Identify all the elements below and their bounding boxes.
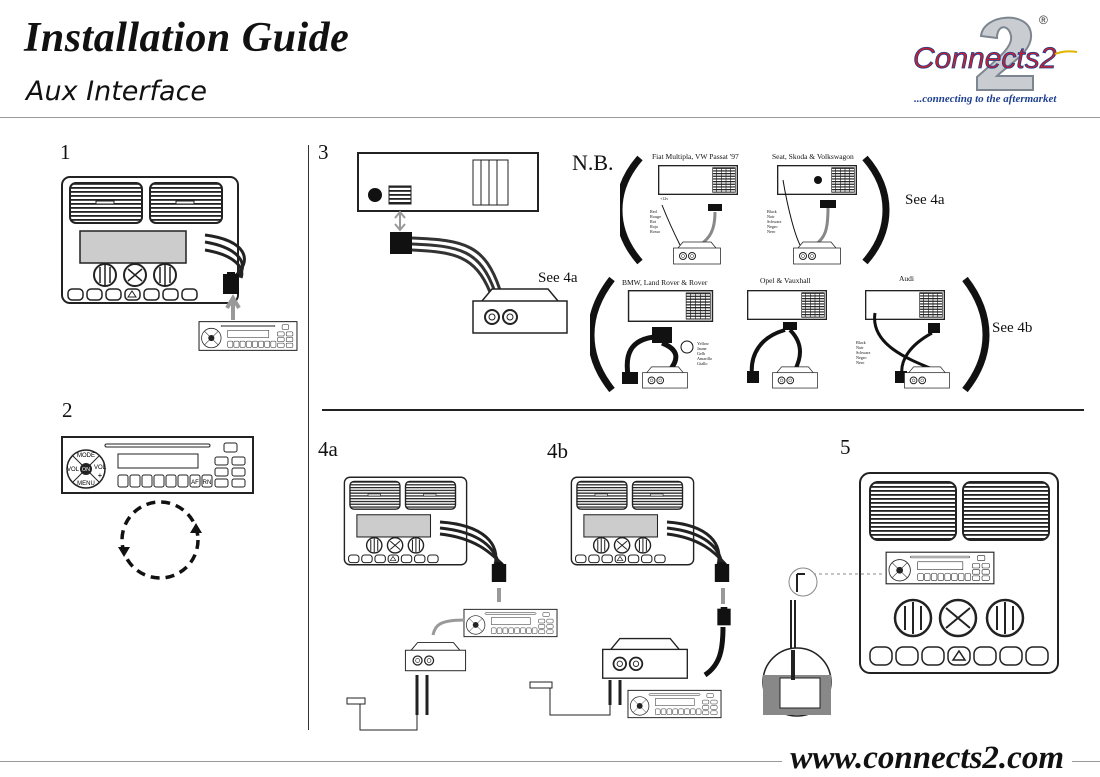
vehicle-name-bmw: BMW, Land Rover & Rover: [622, 278, 708, 287]
radio-on-label: ON: [82, 467, 90, 473]
step1-diagram: [61, 176, 298, 351]
radio-vol-right-label: VOL: [94, 465, 107, 471]
step-number-1: 1: [60, 140, 71, 164]
page-subtitle: Aux Interface: [26, 76, 208, 107]
vehicle-name-seat: Seat, Skoda & Volkswagon: [772, 152, 854, 161]
radio-plus-label: +: [98, 471, 103, 480]
wire-colours-black: Black Noir Schwarz Negro Nero: [767, 209, 782, 234]
radio-af-label: AF: [191, 480, 199, 486]
brand-tagline: ...connecting to the aftermarket: [914, 93, 1057, 105]
logo-wordmark: Connects2: [913, 42, 1057, 75]
nb-group2-see-4b: See 4b: [992, 320, 1033, 336]
logo-numeral-shape: [976, 16, 1034, 91]
vehicle-name-fiat: Fiat Multipla, VW Passat '97: [652, 152, 739, 161]
step-number-3: 3: [318, 140, 329, 164]
step4b-diagram: [529, 476, 731, 719]
nb-group1-see-4a: See 4a: [905, 192, 945, 208]
wire-note-12v: +12v: [660, 196, 669, 201]
footer-divider: [0, 761, 1100, 762]
radio-rn-label: RN: [203, 480, 212, 486]
website-url[interactable]: www.connects2.com: [782, 740, 1072, 777]
page-title: Installation Guide: [24, 15, 350, 61]
step2-diagram: MODE VOL ON VOL + MENU AF RN: [61, 436, 254, 580]
wire-colours-yellow: Yellow Jaune Gelb Amarillo Giallo: [697, 341, 713, 366]
header-divider: [0, 117, 1100, 118]
step3-diagram: [357, 152, 568, 334]
nb-group2-diagram: [590, 276, 990, 393]
step-number-4a: 4a: [318, 437, 338, 461]
vehicle-name-audi: Audi: [899, 274, 914, 283]
wire-colours-black-audi: Black Noir Schwarz Negro Nero: [856, 340, 871, 365]
step3-see-4a: See 4a: [538, 270, 578, 286]
radio-vol-left-label: VOL: [67, 467, 80, 473]
radio-mode-label: MODE: [77, 453, 95, 459]
step-number-5: 5: [840, 435, 851, 459]
step4a-diagram: [343, 476, 558, 731]
column-divider: [308, 145, 309, 730]
radio-menu-label: MENU: [77, 481, 95, 487]
nb-group1-diagram: [620, 155, 890, 265]
logo-registered: ®: [1039, 13, 1048, 27]
section-divider: [322, 409, 1084, 411]
brand-logo: Connects2 ®: [905, 10, 1085, 92]
vehicle-name-opel: Opel & Vauxhall: [760, 276, 811, 285]
wire-colours-red: Red Rouge Rot Rojo Rosso: [650, 209, 661, 234]
step5-diagram: [762, 472, 1059, 717]
step-number-2: 2: [62, 398, 73, 422]
nb-label: N.B.: [572, 150, 614, 175]
step-number-4b: 4b: [547, 439, 568, 463]
